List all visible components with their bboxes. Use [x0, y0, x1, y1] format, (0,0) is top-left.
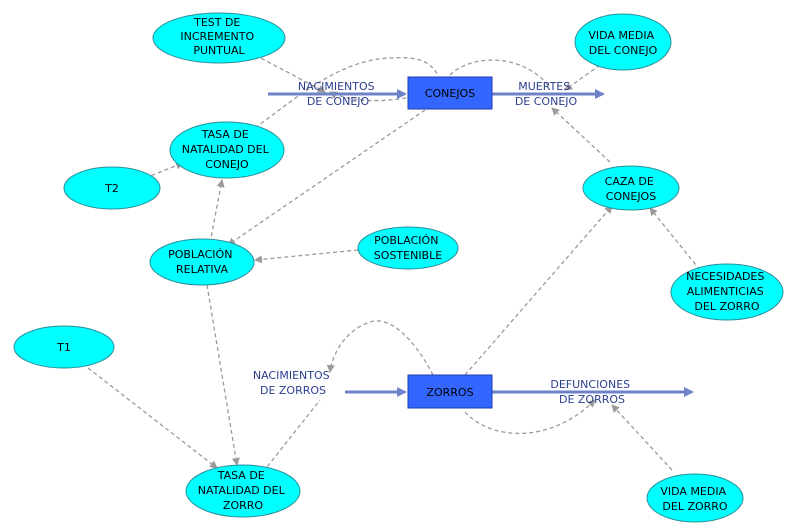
link-conejos-to-poblacion-relativa [227, 109, 426, 246]
link-caza-to-muertes [551, 107, 611, 163]
var-test-incremento-puntual[interactable]: TEST DE INCREMENTO PUNTUAL [152, 12, 286, 64]
link-tasa-zorro-to-nacimientos-zorros [262, 399, 321, 473]
var-t1-label: T1 [56, 341, 71, 354]
var-vida-media-zorro[interactable]: VIDA MEDIA DEL ZORRO [646, 473, 744, 523]
var-t2[interactable]: T2 [63, 166, 161, 210]
var-tasa-natalidad-conejo[interactable]: TASA DE NATALIDAD DEL CONEJO [169, 121, 285, 179]
var-necesidades-alimenticias[interactable]: NECESIDADES ALIMENTICIAS DEL ZORRO [670, 263, 784, 321]
var-caza-conejos-label: CAZA DE CONEJOS [605, 175, 658, 203]
link-conejos-to-muertes-loop [449, 59, 549, 86]
flow-label-nacimientos-zorros: NACIMIENTOS DE ZORROS [253, 369, 333, 397]
link-necesidades-to-caza [649, 207, 701, 271]
var-t1[interactable]: T1 [13, 325, 115, 369]
var-vida-media-conejo[interactable]: VIDA MEDIA DEL CONEJO [574, 13, 672, 71]
var-poblacion-relativa[interactable]: POBLACIÓN RELATIVA [149, 238, 255, 286]
var-vida-media-zorro-label: VIDA MEDIA DEL ZORRO [660, 485, 729, 513]
link-zorros-to-defunciones-loop [464, 399, 596, 435]
var-tasa-natalidad-zorro[interactable]: TASA DE NATALIDAD DEL ZORRO [185, 464, 301, 518]
var-t2-label: T2 [104, 182, 119, 195]
stock-conejos-label: CONEJOS [425, 87, 475, 100]
var-tasa-natalidad-zorro-label: TASA DE NATALIDAD DEL ZORRO [198, 469, 288, 512]
flow-label-nacimientos-conejo: NACIMIENTOS DE CONEJO [298, 80, 378, 108]
var-poblacion-sostenible[interactable]: POBLACIÓN SOSTENIBLE [357, 226, 459, 270]
var-tasa-natalidad-conejo-label: TASA DE NATALIDAD DEL CONEJO [182, 128, 272, 171]
link-poblacion-relativa-to-tasa-zorro [206, 284, 240, 466]
link-t1-to-tasa-zorro [87, 367, 218, 469]
link-zorros-to-caza [464, 205, 613, 376]
stock-zorros[interactable]: ZORROS [407, 374, 493, 409]
var-necesidades-alimenticias-label: NECESIDADES ALIMENTICIAS DEL ZORRO [686, 270, 768, 313]
flow-label-muertes-conejo: MUERTES DE CONEJO [515, 80, 578, 108]
link-vida-media-conejo-to-muertes [564, 64, 601, 91]
link-zorros-to-nacimientos-zorros-loop [326, 320, 434, 376]
link-poblacion-relativa-to-tasa-conejo [209, 179, 225, 244]
stock-zorros-label: ZORROS [426, 386, 473, 399]
link-poblacion-sostenible-to-relativa [254, 249, 359, 264]
stock-conejos[interactable]: CONEJOS [407, 76, 493, 110]
flow-label-defunciones-zorros: DEFUNCIONES DE ZORROS [550, 378, 633, 406]
var-vida-media-conejo-label: VIDA MEDIA DEL CONEJO [588, 29, 657, 57]
var-caza-conejos[interactable]: CAZA DE CONEJOS [582, 165, 680, 211]
link-vida-media-zorro-to-defunciones [611, 404, 673, 471]
var-poblacion-relativa-label: POBLACIÓN RELATIVA [168, 248, 236, 276]
var-poblacion-sostenible-label: POBLACIÓN SOSTENIBLE [374, 234, 442, 262]
link-tasa-conejo-to-nacimientos [254, 56, 439, 129]
var-test-incremento-label: TEST DE INCREMENTO PUNTUAL [180, 16, 257, 57]
